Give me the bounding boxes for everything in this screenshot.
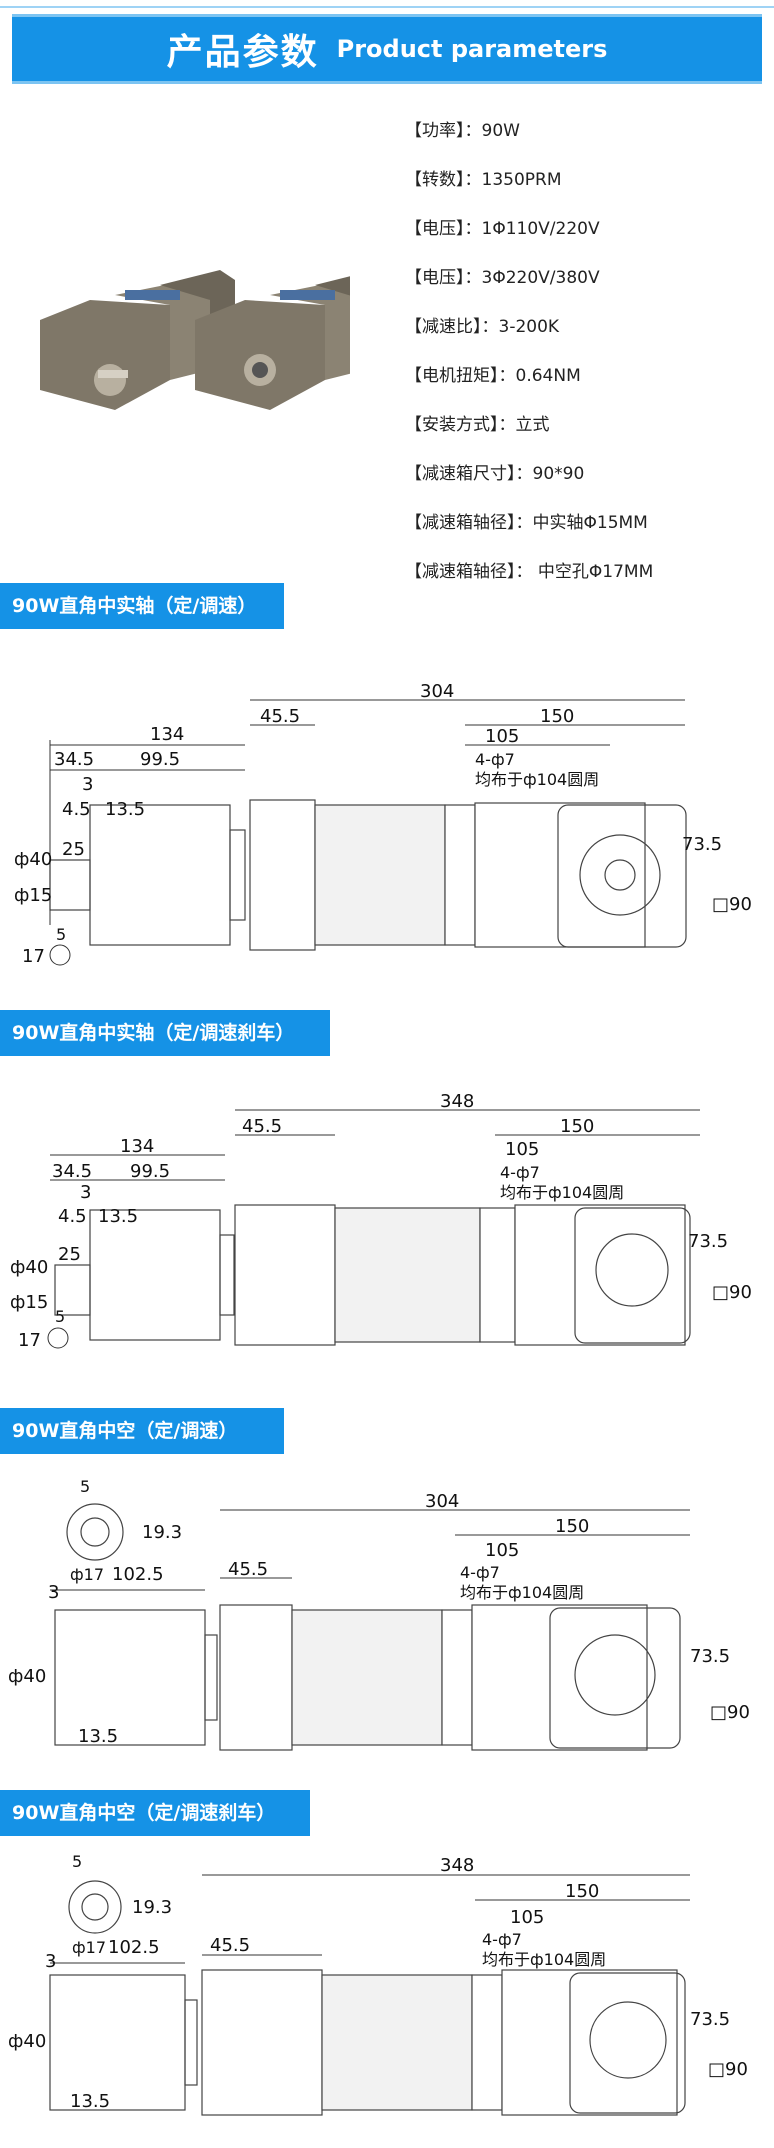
svg-text:73.5: 73.5 (690, 1646, 730, 1667)
svg-text:均布于ф104圆周: 均布于ф104圆周 (482, 1950, 606, 1969)
svg-text:ф17: ф17 (72, 1938, 106, 1957)
svg-text:105: 105 (505, 1139, 539, 1160)
svg-text:5: 5 (80, 1477, 90, 1496)
svg-text:45.5: 45.5 (228, 1559, 268, 1580)
svg-text:45.5: 45.5 (260, 706, 300, 727)
svg-text:45.5: 45.5 (242, 1116, 282, 1137)
svg-text:□90: □90 (710, 1702, 750, 1723)
drawing-hollow-shaft: 5 19.3 ф17 102.5 3 ф40 13.5 304 45.5 150… (8, 1477, 750, 1751)
spec-row: 【电压】：3Φ220V/380V (405, 268, 600, 288)
svg-text:150: 150 (560, 1116, 594, 1137)
svg-text:304: 304 (425, 1491, 459, 1512)
spec-row: 【转数】：1350PRM (405, 170, 562, 190)
svg-text:73.5: 73.5 (688, 1231, 728, 1252)
svg-text:3: 3 (82, 774, 93, 795)
drawing-solid-shaft: 134 34.5 99.5 3 4.5 13.5 ф40 25 ф15 5 17… (14, 681, 752, 967)
spec-row: 【减速比】：3-200K (405, 317, 560, 337)
svg-text:134: 134 (120, 1136, 154, 1157)
spec-list: 【功率】：90W 【转数】：1350PRM 【电压】：1Φ110V/220V 【… (405, 118, 765, 608)
svg-text:150: 150 (555, 1516, 589, 1537)
spec-row: 【安装方式】：立式 (405, 415, 550, 435)
svg-text:ф40: ф40 (10, 1257, 48, 1278)
svg-text:4.5: 4.5 (58, 1206, 87, 1227)
svg-text:304: 304 (420, 681, 454, 702)
svg-text:13.5: 13.5 (70, 2091, 110, 2112)
svg-text:34.5: 34.5 (52, 1161, 92, 1182)
svg-text:□90: □90 (708, 2059, 748, 2080)
svg-text:5: 5 (72, 1852, 82, 1871)
section-title: 90W直角中空（定/调速） (0, 1408, 284, 1454)
svg-text:ф15: ф15 (10, 1292, 48, 1313)
svg-text:73.5: 73.5 (682, 834, 722, 855)
svg-text:13.5: 13.5 (78, 1726, 118, 1747)
svg-text:□90: □90 (712, 894, 752, 915)
svg-text:4.5: 4.5 (62, 799, 91, 820)
product-photo (40, 270, 350, 410)
svg-text:5: 5 (55, 1307, 65, 1326)
svg-text:ф40: ф40 (8, 1666, 46, 1687)
svg-text:4-ф7: 4-ф7 (460, 1563, 500, 1582)
svg-text:均布于ф104圆周: 均布于ф104圆周 (500, 1183, 624, 1202)
spec-row: 【减速箱轴径】： 中空孔Φ17MM (405, 562, 654, 582)
svg-text:4-ф7: 4-ф7 (482, 1930, 522, 1949)
svg-text:105: 105 (485, 726, 519, 747)
svg-text:348: 348 (440, 1091, 474, 1112)
svg-text:17: 17 (22, 946, 45, 967)
svg-text:4-ф7: 4-ф7 (475, 750, 515, 769)
svg-text:均布于ф104圆周: 均布于ф104圆周 (460, 1583, 584, 1602)
header-title-en: Product parameters (336, 35, 608, 63)
svg-text:25: 25 (58, 1244, 81, 1265)
svg-text:73.5: 73.5 (690, 2009, 730, 2030)
svg-text:34.5: 34.5 (54, 749, 94, 770)
svg-text:45.5: 45.5 (210, 1935, 250, 1956)
svg-text:19.3: 19.3 (132, 1897, 172, 1918)
svg-text:ф40: ф40 (14, 849, 52, 870)
top-divider (0, 6, 774, 8)
spec-row: 【电压】：1Φ110V/220V (405, 219, 600, 239)
spec-row: 【减速箱尺寸】：90*90 (405, 464, 585, 484)
svg-text:5: 5 (56, 925, 66, 944)
svg-text:ф15: ф15 (14, 885, 52, 906)
svg-text:17: 17 (18, 1330, 41, 1351)
drawing-solid-shaft-brake: 134 34.5 99.5 3 4.5 13.5 ф40 25 ф15 5 17… (10, 1091, 752, 1351)
spec-row: 【电机扭矩】：0.64NM (405, 366, 581, 386)
svg-text:102.5: 102.5 (108, 1937, 160, 1958)
svg-text:99.5: 99.5 (140, 749, 180, 770)
svg-text:134: 134 (150, 724, 184, 745)
section-title: 90W直角中实轴（定/调速刹车） (0, 1010, 330, 1056)
svg-text:□90: □90 (712, 1282, 752, 1303)
header-title-zh: 产品参数 (166, 32, 319, 73)
svg-text:150: 150 (540, 706, 574, 727)
svg-text:102.5: 102.5 (112, 1564, 164, 1585)
svg-text:ф40: ф40 (8, 2031, 46, 2052)
section-title: 90W直角中实轴（定/调速） (0, 583, 284, 629)
svg-text:348: 348 (440, 1855, 474, 1876)
svg-text:99.5: 99.5 (130, 1161, 170, 1182)
spec-row: 【减速箱轴径】：中实轴Φ15MM (405, 513, 648, 533)
svg-text:25: 25 (62, 839, 85, 860)
svg-text:105: 105 (485, 1540, 519, 1561)
svg-text:3: 3 (48, 1582, 59, 1603)
svg-text:3: 3 (45, 1951, 56, 1972)
svg-text:105: 105 (510, 1907, 544, 1928)
svg-text:13.5: 13.5 (105, 799, 145, 820)
section-title: 90W直角中空（定/调速刹车） (0, 1790, 310, 1836)
svg-text:ф17: ф17 (70, 1565, 104, 1584)
svg-text:13.5: 13.5 (98, 1206, 138, 1227)
svg-text:150: 150 (565, 1881, 599, 1902)
spec-row: 【功率】：90W (405, 121, 520, 141)
svg-text:19.3: 19.3 (142, 1522, 182, 1543)
svg-text:4-ф7: 4-ф7 (500, 1163, 540, 1182)
header-banner: 产品参数 Product parameters (12, 14, 762, 84)
drawing-hollow-shaft-brake: 5 19.3 ф17 102.5 3 ф40 13.5 348 45.5 150… (8, 1852, 748, 2116)
svg-text:均布于ф104圆周: 均布于ф104圆周 (475, 770, 599, 789)
svg-text:3: 3 (80, 1182, 91, 1203)
